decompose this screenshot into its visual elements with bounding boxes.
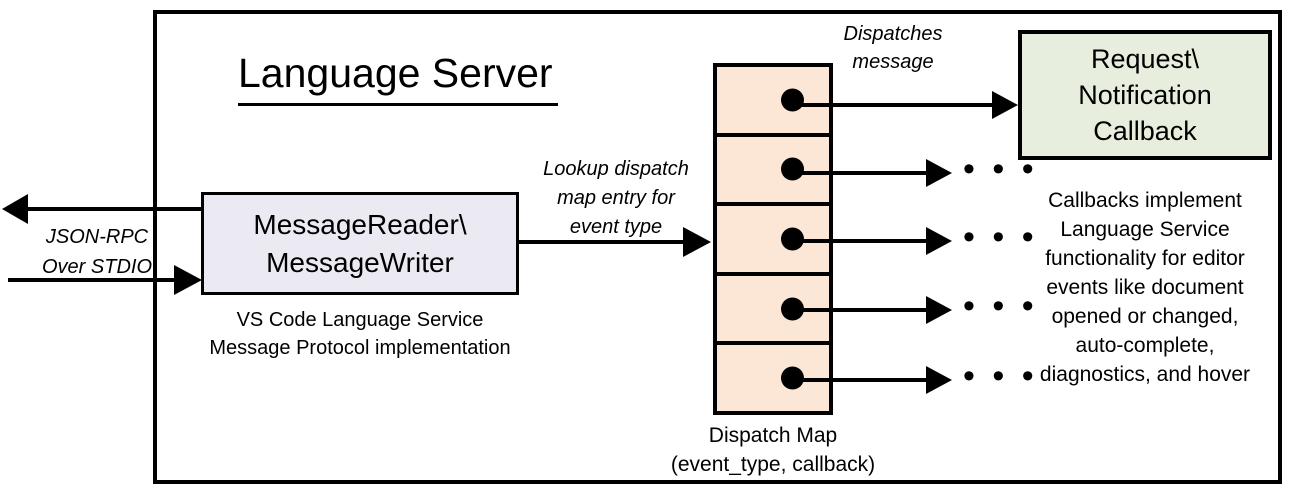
- dispatches-label-line-1: Dispatches: [843, 23, 943, 45]
- dispatch-row-2-arrowhead-icon: [926, 159, 952, 187]
- dispatch-row-4-arrowhead-icon: [926, 296, 952, 324]
- lookup-label-line-2: map entry for: [557, 187, 675, 209]
- dispatch-row-1-arrow-line: [790, 103, 995, 107]
- message-box-caption: VS Code Language Service Message Protoco…: [185, 306, 535, 362]
- dispatch-map-dot-icon: [781, 227, 804, 251]
- dispatch-caption-line-2: (event_type, callback): [670, 453, 876, 476]
- dispatch-row-3-arrow-line: [790, 239, 928, 243]
- callback-box-caption: Callbacks implement Language Service fun…: [1012, 186, 1278, 389]
- dispatch-row-1-arrowhead-icon: [992, 91, 1018, 119]
- jsonrpc-label-line-1: JSON-RPC: [45, 226, 149, 248]
- lookup-arrow-line: [519, 240, 689, 244]
- language-server-container: [153, 10, 1282, 484]
- jsonrpc-outgoing-arrow-line: [22, 207, 203, 211]
- callback-box-line-3: Callback: [1093, 116, 1197, 146]
- dispatch-row-3-arrowhead-icon: [926, 227, 952, 255]
- dispatch-map-dot-icon: [781, 157, 804, 181]
- jsonrpc-transport-label: JSON-RPC Over STDIO: [22, 222, 172, 282]
- lookup-label-line-3: event type: [569, 216, 663, 238]
- dispatch-row-5-arrowhead-icon: [926, 366, 952, 394]
- message-caption-line-1: VS Code Language Service: [236, 309, 484, 331]
- message-reader-writer-box[interactable]: MessageReader\ MessageWriter: [201, 192, 519, 295]
- callback-caption-line-6: auto-complete,: [1075, 334, 1215, 357]
- page-title: Language Server: [238, 50, 553, 96]
- title-underline: [238, 103, 558, 106]
- dispatch-row-2-ellipsis: • • •: [963, 150, 1038, 188]
- dispatch-map-row-1[interactable]: [717, 67, 829, 137]
- dispatches-message-label: Dispatches message: [828, 20, 958, 76]
- callback-box-line-1: Request\: [1090, 44, 1200, 74]
- dispatch-row-2-arrow-line: [790, 171, 928, 175]
- callback-caption-line-3: functionality for editor: [1045, 247, 1245, 270]
- lookup-label-line-1: Lookup dispatch: [543, 158, 689, 180]
- dispatch-row-5-arrow-line: [790, 378, 928, 382]
- jsonrpc-incoming-arrow-line: [8, 278, 186, 282]
- dispatch-map-dot-icon: [781, 88, 804, 112]
- jsonrpc-incoming-arrowhead-icon: [174, 265, 202, 295]
- request-notification-callback-box[interactable]: Request\ Notification Callback: [1018, 30, 1272, 160]
- callback-caption-line-1: Callbacks implement: [1048, 189, 1242, 212]
- message-caption-line-2: Message Protocol implementation: [209, 337, 511, 359]
- callback-caption-line-4: events like document: [1046, 276, 1244, 299]
- dispatch-map-caption: Dispatch Map (event_type, callback): [645, 421, 901, 479]
- lookup-arrowhead-icon: [683, 227, 711, 257]
- callback-box-line-2: Notification: [1078, 80, 1212, 110]
- callback-caption-line-7: diagnostics, and hover: [1039, 363, 1251, 386]
- message-box-line-2: MessageWriter: [266, 246, 454, 278]
- dispatches-label-line-2: message: [852, 51, 934, 73]
- jsonrpc-outgoing-arrowhead-icon: [2, 194, 28, 224]
- lookup-dispatch-label: Lookup dispatch map entry for event type: [521, 155, 711, 242]
- callback-caption-line-2: Language Service: [1060, 218, 1230, 241]
- jsonrpc-label-line-2: Over STDIO: [41, 256, 152, 278]
- dispatch-caption-line-1: Dispatch Map: [708, 424, 838, 447]
- callback-caption-line-5: opened or changed,: [1051, 305, 1239, 328]
- message-box-line-1: MessageReader\: [253, 208, 467, 240]
- dispatch-row-4-arrow-line: [790, 308, 928, 312]
